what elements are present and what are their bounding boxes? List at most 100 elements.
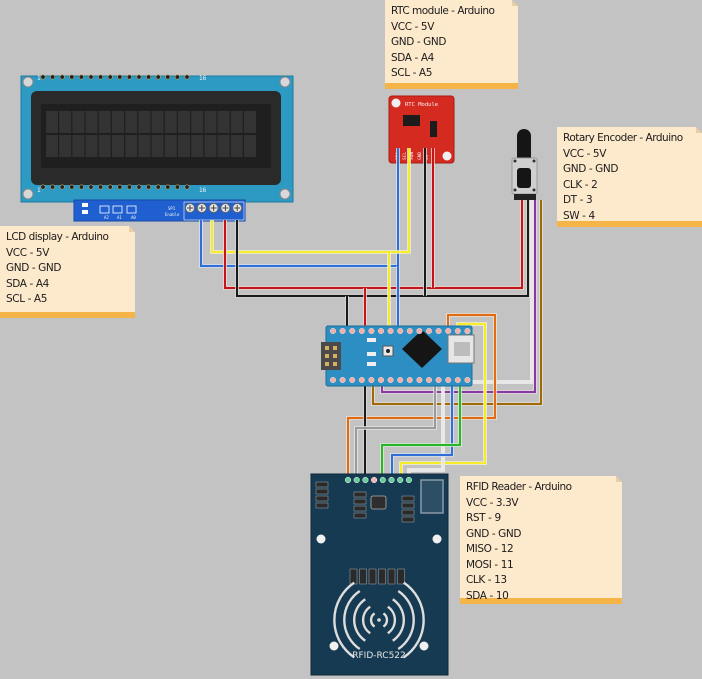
nano-pin-top: [454, 327, 461, 335]
lcd-module: 1 16 1 16 A2 A1 A0 SPI Enable: [20, 74, 294, 222]
lcd-pin16-label: 16: [199, 187, 207, 194]
lcd-char-cell: [125, 135, 138, 157]
nano-pin-top: [329, 327, 337, 335]
nano-pin-bottom: [387, 376, 394, 384]
note-encoder-line: SW - 4: [563, 209, 595, 222]
icsp-pin: [333, 346, 337, 350]
wire-grey: [354, 380, 437, 480]
microcontroller-chip: [402, 330, 442, 368]
note-rfid: RFID Reader - Arduino VCC - 3.3V RST - 9…: [460, 476, 622, 604]
smd-component: [367, 362, 376, 366]
lcd-char-cell: [85, 135, 98, 157]
icsp-pin: [325, 346, 329, 350]
screw-slot: [198, 205, 205, 211]
lcd-char-cell: [46, 111, 58, 133]
wires: [199, 148, 543, 480]
lcd-char-cell: [244, 135, 256, 157]
nano-pin-top: [435, 327, 442, 335]
lcd-pin: [155, 184, 161, 190]
lcd-pin: [165, 184, 171, 190]
lcd-pin: [59, 184, 65, 190]
wire-scl: [210, 148, 411, 254]
icsp-pin: [333, 362, 337, 366]
lcd-char-cell: [178, 111, 190, 133]
nano-pin-bottom: [416, 376, 423, 384]
rtc-pin-label: GND: [417, 152, 423, 160]
note-rfid-line: MOSI - 11: [466, 558, 514, 571]
mount-hole: [279, 188, 291, 200]
rfid-pin: [371, 476, 378, 484]
wire-green: [380, 380, 462, 480]
note-rfid-line: MISO - 12: [466, 543, 514, 555]
smd-pad: [401, 509, 415, 516]
screw-slot: [187, 205, 193, 211]
smd-pad: [353, 498, 367, 505]
lcd-pin: [126, 74, 132, 80]
nano-pin-bottom: [368, 376, 375, 384]
nano-pin-bottom: [425, 376, 433, 384]
note-rtc-line: VCC - 5V: [391, 20, 434, 33]
wire-brown: [371, 200, 543, 406]
nano-pin-bottom: [377, 376, 385, 384]
backpack-spi-label: SPI: [168, 206, 176, 211]
lcd-pin: [78, 74, 84, 80]
lcd-char-cell: [72, 111, 85, 133]
note-lcd-line: GND - GND: [6, 262, 62, 274]
smd-component: [367, 338, 376, 342]
note-encoder-line: CLK - 2: [563, 178, 598, 191]
lcd-char-cell: [204, 111, 217, 133]
lcd-char-cell: [59, 111, 72, 133]
note-rfid-line: SDA - 10: [466, 589, 509, 602]
smd-pad: [387, 568, 396, 585]
rtc-board-label: RTC Module: [405, 102, 438, 108]
note-encoder: Rotary Encoder - Arduino VCC - 5V GND - …: [557, 127, 702, 227]
lcd-char-cell: [138, 111, 151, 133]
nano-pin-top: [377, 327, 385, 335]
smd-pad: [315, 495, 329, 502]
mount-hole: [22, 76, 34, 88]
rfid-pin: [344, 476, 352, 484]
note-lcd-line: SDA - A4: [6, 277, 49, 290]
rfid-pin: [379, 476, 386, 484]
lcd-pin: [88, 184, 94, 190]
nano-pin-bottom: [339, 376, 346, 384]
lcd-char-cell: [85, 111, 98, 133]
lcd-pin: [184, 74, 190, 80]
lcd-char-cell: [112, 135, 124, 157]
lcd-char-cell: [112, 111, 124, 133]
lcd-pin: [98, 184, 104, 190]
lcd-char-cell: [191, 135, 204, 157]
nano-pin-top: [358, 327, 365, 335]
rfid-antenna-icon: [333, 581, 425, 659]
smd-pad: [368, 568, 377, 585]
icsp-pin: [333, 354, 337, 358]
smd-pad: [401, 495, 415, 502]
lcd-char-cell: [125, 111, 138, 133]
rfid-pin: [362, 476, 369, 484]
lcd-char-cell: [151, 111, 164, 133]
lcd-pin: [40, 74, 46, 80]
smd-pad: [315, 481, 329, 488]
lcd-char-cell: [230, 111, 243, 133]
icsp-pin: [325, 354, 329, 358]
lcd-char-cell: [46, 135, 58, 157]
nano-pin-top: [425, 327, 433, 335]
lcd-pin: [107, 184, 113, 190]
smd-pad: [397, 568, 405, 585]
note-lcd-line: SCL - A5: [6, 293, 47, 305]
note-rtc: RTC module - Arduino VCC - 5V GND - GND …: [385, 0, 518, 89]
wire-outline: [354, 380, 437, 480]
nano-pin-bottom: [445, 376, 452, 384]
nano-pin-top: [397, 327, 404, 335]
lcd-header-top: [40, 74, 190, 80]
smd-pad: [378, 568, 386, 585]
mount-hole: [22, 188, 34, 200]
lcd-pin: [78, 184, 84, 190]
rfid-pin: [353, 476, 360, 484]
lcd-pin: [107, 74, 113, 80]
rfid-reader: RFID-RC522: [310, 473, 449, 676]
lcd-pin: [50, 184, 56, 190]
lcd-char-cell: [244, 111, 256, 133]
lcd-char-cell: [98, 135, 111, 157]
lcd-pin: [184, 184, 190, 190]
